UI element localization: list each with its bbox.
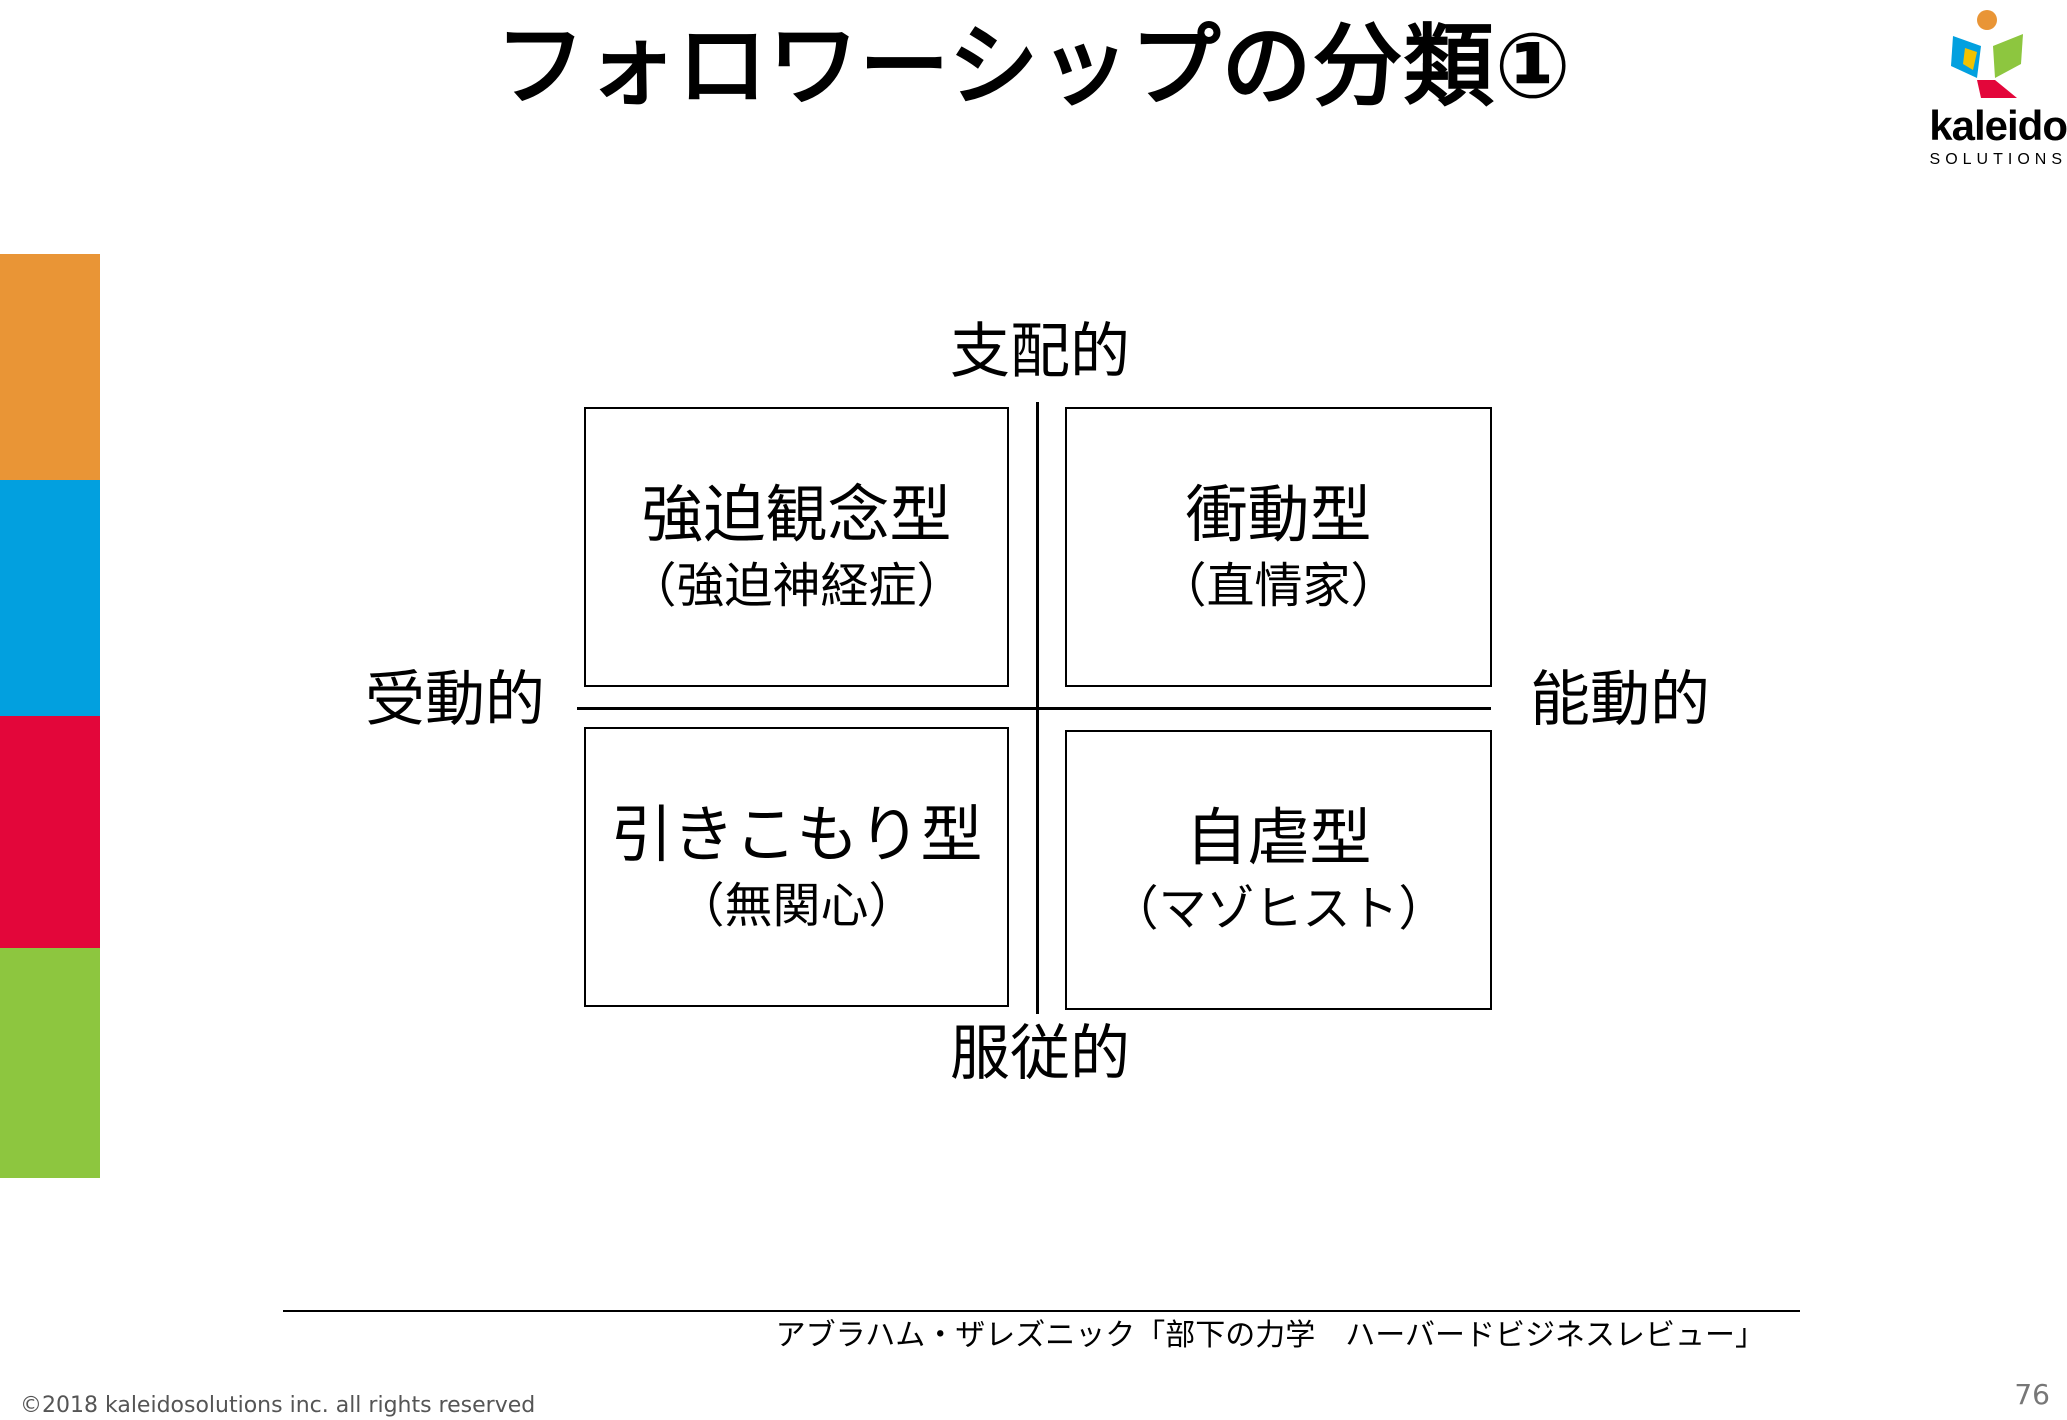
quadrant-top-right-subtitle: （直情家）	[1158, 558, 1399, 614]
quadrant-top-left-subtitle: （強迫神経症）	[628, 558, 965, 614]
quadrant-top-right: 衝動型 （直情家）	[1065, 407, 1492, 687]
slide-title: フォロワーシップの分類①	[495, 14, 1572, 119]
page-number: 76	[2014, 1378, 2050, 1411]
quadrant-bottom-right-title: 自虐型	[1185, 801, 1372, 874]
axis-label-left: 受動的	[365, 665, 545, 735]
quadrant-bottom-left: 引きこもり型 （無関心）	[584, 727, 1009, 1007]
axis-label-top: 支配的	[950, 317, 1130, 387]
quadrant-bottom-right: 自虐型 （マゾヒスト）	[1065, 730, 1492, 1010]
kaleido-logo-icon	[1951, 10, 2023, 98]
side-bar-red	[0, 716, 100, 948]
quadrant-top-left-title: 強迫観念型	[641, 478, 952, 551]
side-bar-orange	[0, 254, 100, 480]
quadrant-bottom-right-subtitle: （マゾヒスト）	[1110, 881, 1447, 937]
logo-subtitle: SOLUTIONS	[1929, 151, 2067, 168]
quadrant-bottom-left-title: 引きこもり型	[610, 798, 983, 871]
horizontal-axis-line	[577, 707, 1491, 710]
kaleido-logo: kaleido SOLUTIONS	[1905, 8, 2067, 168]
quadrant-top-right-title: 衝動型	[1185, 478, 1372, 551]
axis-label-right: 能動的	[1530, 665, 1710, 735]
source-divider	[283, 1310, 1800, 1312]
side-bar-green	[0, 948, 100, 1178]
axis-label-bottom: 服従的	[950, 1019, 1130, 1089]
logo-wordmark: kaleido	[1929, 102, 2067, 149]
quadrant-top-left: 強迫観念型 （強迫神経症）	[584, 407, 1009, 687]
copyright-text: ©2018 kaleidosolutions inc. all rights r…	[20, 1393, 536, 1418]
side-bar-blue	[0, 480, 100, 716]
quadrant-bottom-left-subtitle: （無関心）	[676, 878, 917, 934]
source-citation: アブラハム・ザレズニック「部下の力学 ハーバードビジネスレビュー」	[775, 1318, 1765, 1353]
